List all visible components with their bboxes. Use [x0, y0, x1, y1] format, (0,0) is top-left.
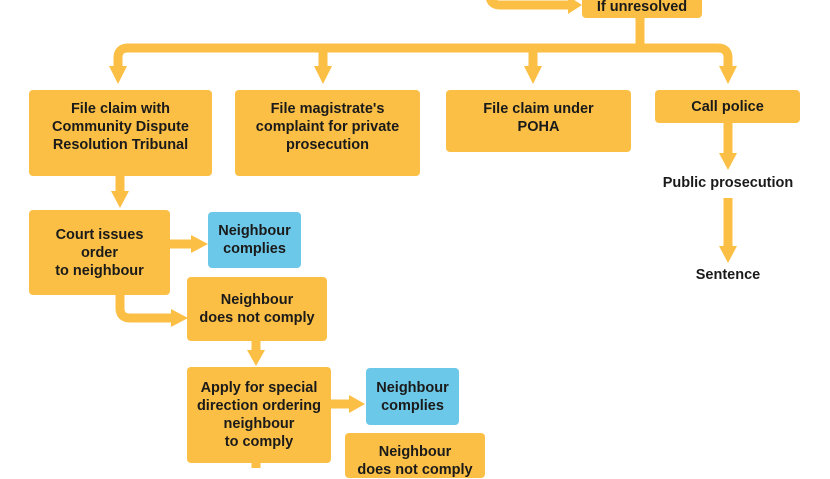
arrowhead [349, 395, 365, 413]
arrowhead [524, 66, 542, 84]
neighbour-not-comply-box-1: Neighbour does not comply [187, 277, 327, 341]
public-prosecution-label: Public prosecution [662, 175, 794, 191]
neighbour-complies-box-2: Neighbour complies [366, 368, 459, 425]
poha-claim-box: File claim under POHA [446, 90, 631, 152]
arrowhead [191, 235, 208, 253]
call-police-box: Call police [655, 90, 800, 123]
connector-order-to-not-comply [115, 295, 171, 323]
connector-branch-bar [113, 43, 733, 66]
magistrate-complaint-box: File magistrate's complaint for private … [235, 90, 420, 176]
flowchart-connectors [109, 0, 737, 468]
arrowhead [568, 0, 582, 14]
neighbour-complies-box-1: Neighbour complies [208, 212, 301, 268]
arrowhead [719, 153, 737, 170]
arrowhead [719, 66, 737, 84]
neighbour-not-comply-box-2: Neighbour does not comply [345, 433, 485, 478]
arrowhead [111, 191, 129, 208]
arrowhead [171, 309, 188, 327]
arrowhead [314, 66, 332, 84]
cdrt-claim-box: File claim with Community Dispute Resolu… [29, 90, 212, 176]
special-direction-box: Apply for special direction ordering nei… [187, 367, 331, 463]
sentence-label: Sentence [695, 267, 761, 283]
arrowhead [719, 246, 737, 263]
arrowhead [247, 350, 265, 366]
connector-into-unresolved [486, 0, 568, 10]
arrowhead [109, 66, 127, 84]
if-unresolved-box: If unresolved [582, 0, 702, 18]
court-order-box: Court issues order to neighbour [29, 210, 170, 295]
